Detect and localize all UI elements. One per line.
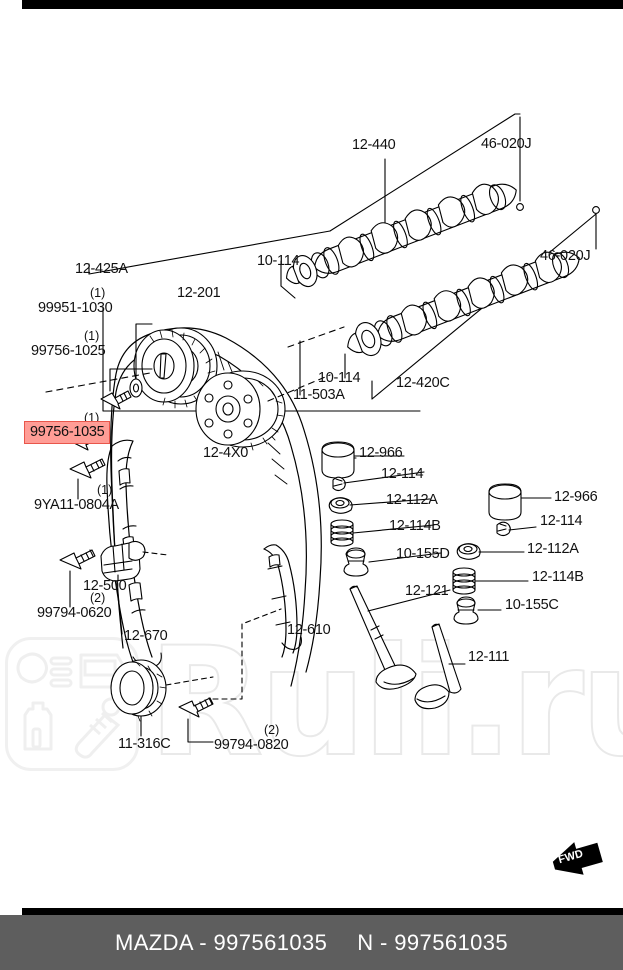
qty-mark-q-99794-0820: (2)	[264, 723, 280, 737]
qty-mark-q-99794-0620: (2)	[90, 591, 106, 605]
part-label-46-020j: 46-020J	[540, 248, 591, 264]
part-label-99951-1030: 99951-1030	[38, 300, 113, 316]
highlighted-part-label[interactable]: 99756-1035	[24, 421, 111, 444]
part-label-12-966: 12-966	[554, 489, 598, 505]
part-label-12-114: 12-114	[381, 466, 424, 482]
footer-black-bar	[22, 908, 623, 915]
part-label-12-500: 12-500	[83, 578, 127, 594]
footer-alt-part: N - 997561035	[357, 929, 509, 955]
qty-mark-q-9YA11: (1)	[97, 483, 113, 497]
fwd-arrow-icon: FWD	[552, 842, 603, 875]
part-label-99794-0620: 99794-0620	[37, 605, 112, 621]
part-label-10-114: 10-114	[318, 370, 361, 386]
part-label-12-966: 12-966	[359, 445, 403, 461]
qty-mark-q-99756-1025: (1)	[84, 329, 100, 343]
part-label-12-420c: 12-420C	[396, 375, 450, 391]
part-label-12-112a: 12-112A	[527, 541, 579, 557]
part-label-10-155c: 10-155C	[505, 597, 559, 613]
part-label-12-121: 12-121	[405, 583, 449, 599]
part-label-11-316c: 11-316C	[118, 736, 171, 752]
footer-brand-part: MAZDA - 997561035	[114, 929, 328, 955]
part-label-9ya11-0804a: 9YA11-0804A	[34, 497, 119, 513]
part-label-99756-1025: 99756-1025	[31, 343, 106, 359]
part-label-10-114: 10-114	[257, 253, 300, 269]
part-label-12-440: 12-440	[352, 137, 396, 153]
part-label-12-114b: 12-114B	[532, 569, 584, 585]
qty-mark-q-99951: (1)	[90, 286, 106, 300]
top-black-bar	[22, 0, 623, 9]
part-label-46-020j: 46-020J	[481, 136, 532, 152]
part-label-11-503a: 11-503A	[293, 387, 345, 403]
part-label-12-4x0: 12-4X0	[203, 445, 248, 461]
part-label-12-111: 12-111	[468, 649, 510, 665]
part-label-99794-0820: 99794-0820	[214, 737, 289, 753]
part-label-10-155d: 10-155D	[396, 546, 450, 562]
part-label-12-425a: 12-425A	[75, 261, 128, 277]
part-label-12-610: 12-610	[287, 622, 331, 638]
part-label-12-114b: 12-114B	[389, 518, 441, 534]
part-label-12-201: 12-201	[177, 285, 221, 301]
part-label-12-670: 12-670	[124, 628, 168, 644]
footer-bar: MAZDA - 997561035 N - 997561035	[0, 915, 623, 970]
part-label-12-114: 12-114	[540, 513, 583, 529]
part-label-12-112a: 12-112A	[386, 492, 438, 508]
